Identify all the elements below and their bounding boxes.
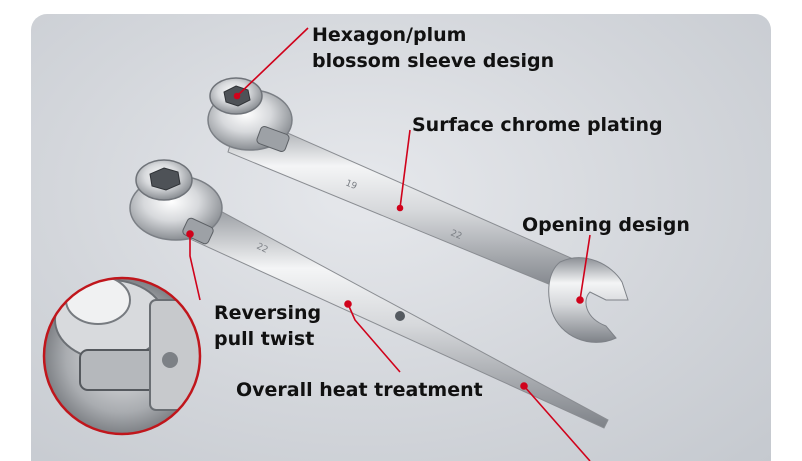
callout-hexagon-dot <box>233 92 241 100</box>
label-hexagon-line1: Hexagon/plum <box>312 24 467 46</box>
callout-tip-dot <box>520 382 528 390</box>
callout-opening-line <box>579 234 591 301</box>
label-opening: Opening design <box>522 214 690 236</box>
callout-lines <box>186 27 591 461</box>
svg-text:22: 22 <box>449 229 463 243</box>
callout-reversing-line <box>189 234 201 301</box>
callout-heat-dot <box>344 300 352 308</box>
label-heat: Overall heat treatment <box>236 379 483 401</box>
callout-surface-line <box>399 129 411 209</box>
svg-text:22: 22 <box>255 242 270 256</box>
lower-wrench: 22 <box>129 159 609 429</box>
label-hexagon: Hexagon/plum blossom sleeve design <box>312 22 554 74</box>
label-hexagon-line2: blossom sleeve design <box>312 50 555 72</box>
callout-reversing-dot <box>186 230 194 238</box>
label-reversing: Reversing pull twist <box>214 300 321 352</box>
svg-text:19: 19 <box>344 179 359 193</box>
detail-inset <box>42 276 202 436</box>
label-reversing-line1: Reversing <box>214 302 322 324</box>
callout-hexagon-line <box>236 27 309 97</box>
callout-tip-line <box>523 385 591 461</box>
callout-heat-line <box>347 303 401 373</box>
callout-surface-dot <box>396 204 404 212</box>
callout-opening-dot <box>576 296 584 304</box>
label-reversing-line2: pull twist <box>214 328 315 350</box>
label-surface: Surface chrome plating <box>412 114 663 136</box>
